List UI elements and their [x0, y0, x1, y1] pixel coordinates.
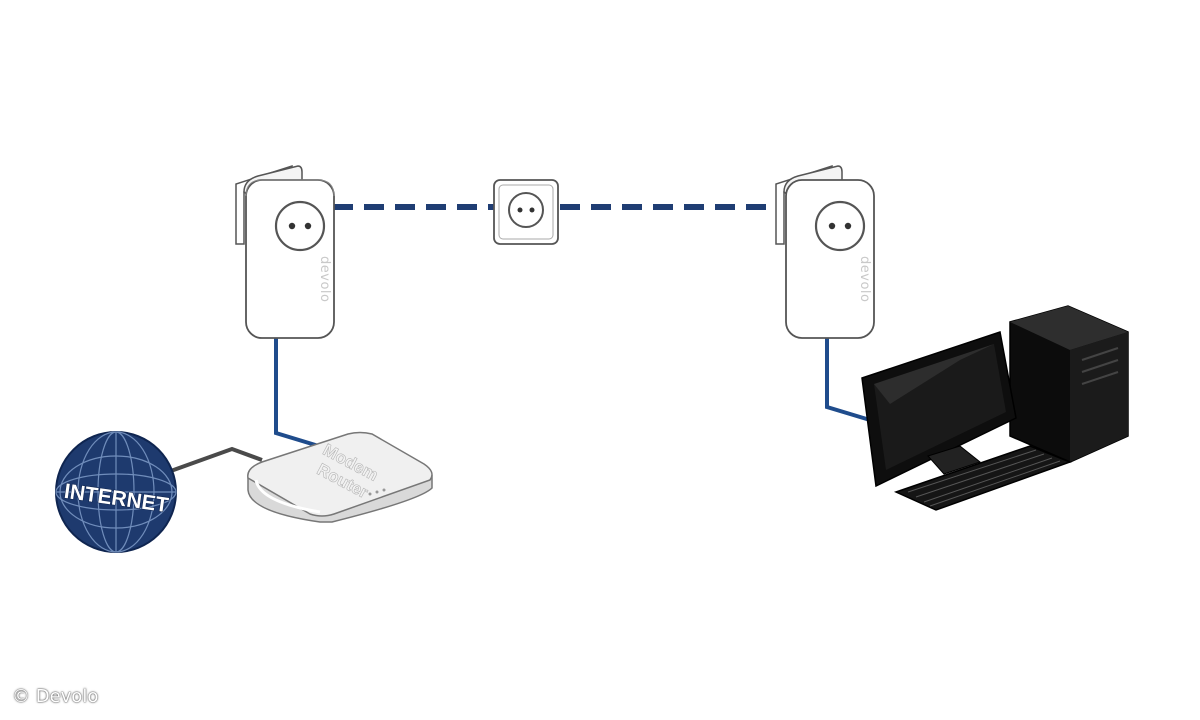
powerline-adapter-icon: devolo	[235, 164, 335, 339]
powerline-adapter-icon: devolo	[775, 164, 875, 339]
desktop-pc-icon	[861, 305, 1129, 511]
globe-icon: INTERNET	[55, 431, 177, 553]
internet-cable	[167, 446, 263, 474]
modem-router-icon: Modem Router	[247, 431, 433, 523]
adapter-brand-label: devolo	[317, 256, 332, 302]
adapter-brand-label: devolo	[857, 256, 872, 302]
lan-cable-left	[274, 338, 323, 449]
copyright-label: © Devolo	[12, 686, 99, 707]
wall-socket-icon	[493, 179, 559, 245]
lan-cable-right	[825, 338, 871, 422]
